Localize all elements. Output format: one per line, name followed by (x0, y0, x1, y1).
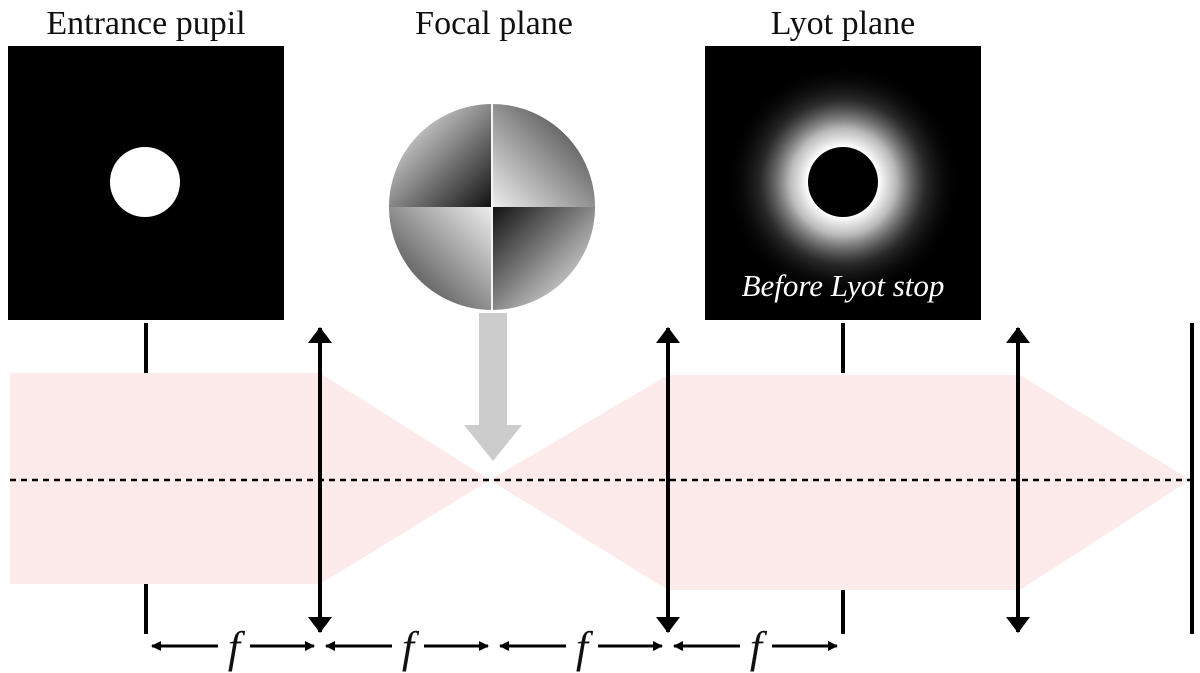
pupil-aperture (110, 147, 180, 217)
lyot-plane-image: Before Lyot stop (705, 46, 981, 320)
distance-label-2: f (402, 623, 420, 672)
beam-segment-input (10, 373, 490, 584)
lyot-dark-core (808, 147, 878, 217)
entrance-pupil-title: Entrance pupil (46, 5, 245, 42)
distance-label-4: f (750, 623, 768, 672)
entrance-pupil-image (8, 46, 284, 320)
focal-plane-title: Focal plane (415, 5, 573, 42)
distance-markers: f f f f (151, 623, 838, 672)
distance-label-3: f (576, 623, 594, 672)
distance-label-1: f (228, 623, 246, 672)
focal-plane-pointer-arrow (464, 313, 522, 461)
vortex-phase-mask (389, 104, 595, 310)
lyot-plane-title: Lyot plane (771, 5, 915, 42)
light-beam (10, 373, 1190, 590)
beam-segment-relay (490, 375, 1190, 590)
lyot-inset-caption: Before Lyot stop (742, 268, 945, 303)
